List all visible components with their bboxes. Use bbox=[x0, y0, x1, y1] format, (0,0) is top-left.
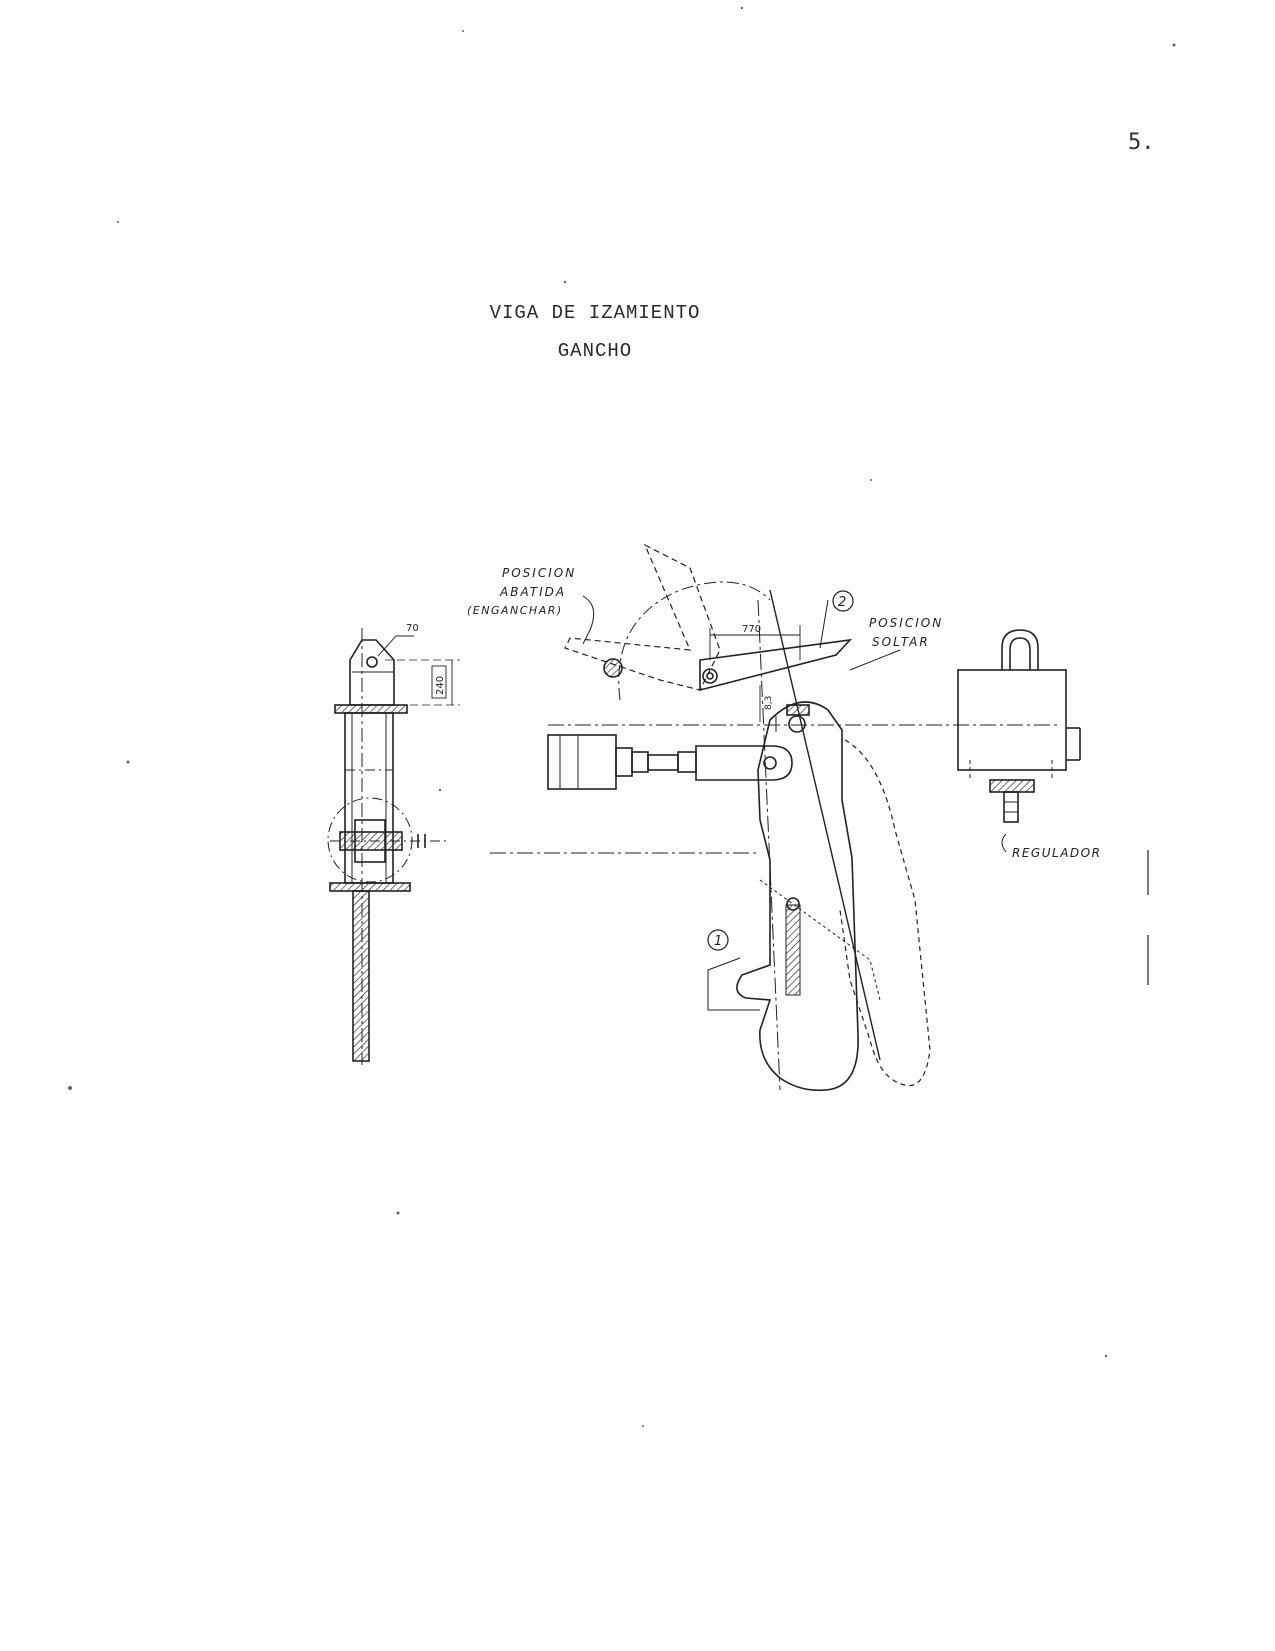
drawing-title: VIGA DE IZAMIENTO bbox=[489, 302, 701, 324]
label-posicion-soltar-1: POSICION bbox=[869, 616, 943, 630]
callout-1: 1 bbox=[714, 934, 722, 949]
drawing-subtitle: GANCHO bbox=[557, 340, 633, 362]
label-posicion-abatida-2: ABATIDA bbox=[499, 585, 566, 599]
scan-specks bbox=[68, 6, 1176, 1427]
side-view-beam bbox=[327, 628, 460, 1065]
label-posicion-soltar-2: SOLTAR bbox=[872, 635, 930, 649]
label-posicion-abatida-3: (ENGANCHAR) bbox=[467, 604, 563, 617]
callout-2: 2 bbox=[838, 595, 846, 610]
dim-8-3: 8,3 bbox=[764, 696, 774, 710]
dim-770: 770 bbox=[742, 624, 761, 635]
dim-70: 70 bbox=[406, 623, 419, 634]
label-regulador: REGULADOR bbox=[1012, 846, 1101, 860]
label-posicion-abatida-1: POSICION bbox=[502, 566, 576, 580]
hook-front-view bbox=[490, 543, 1060, 1092]
page-number: 5. bbox=[1128, 130, 1155, 155]
counterweight-regulator bbox=[957, 629, 1149, 985]
dim-240: 240 bbox=[435, 676, 446, 695]
